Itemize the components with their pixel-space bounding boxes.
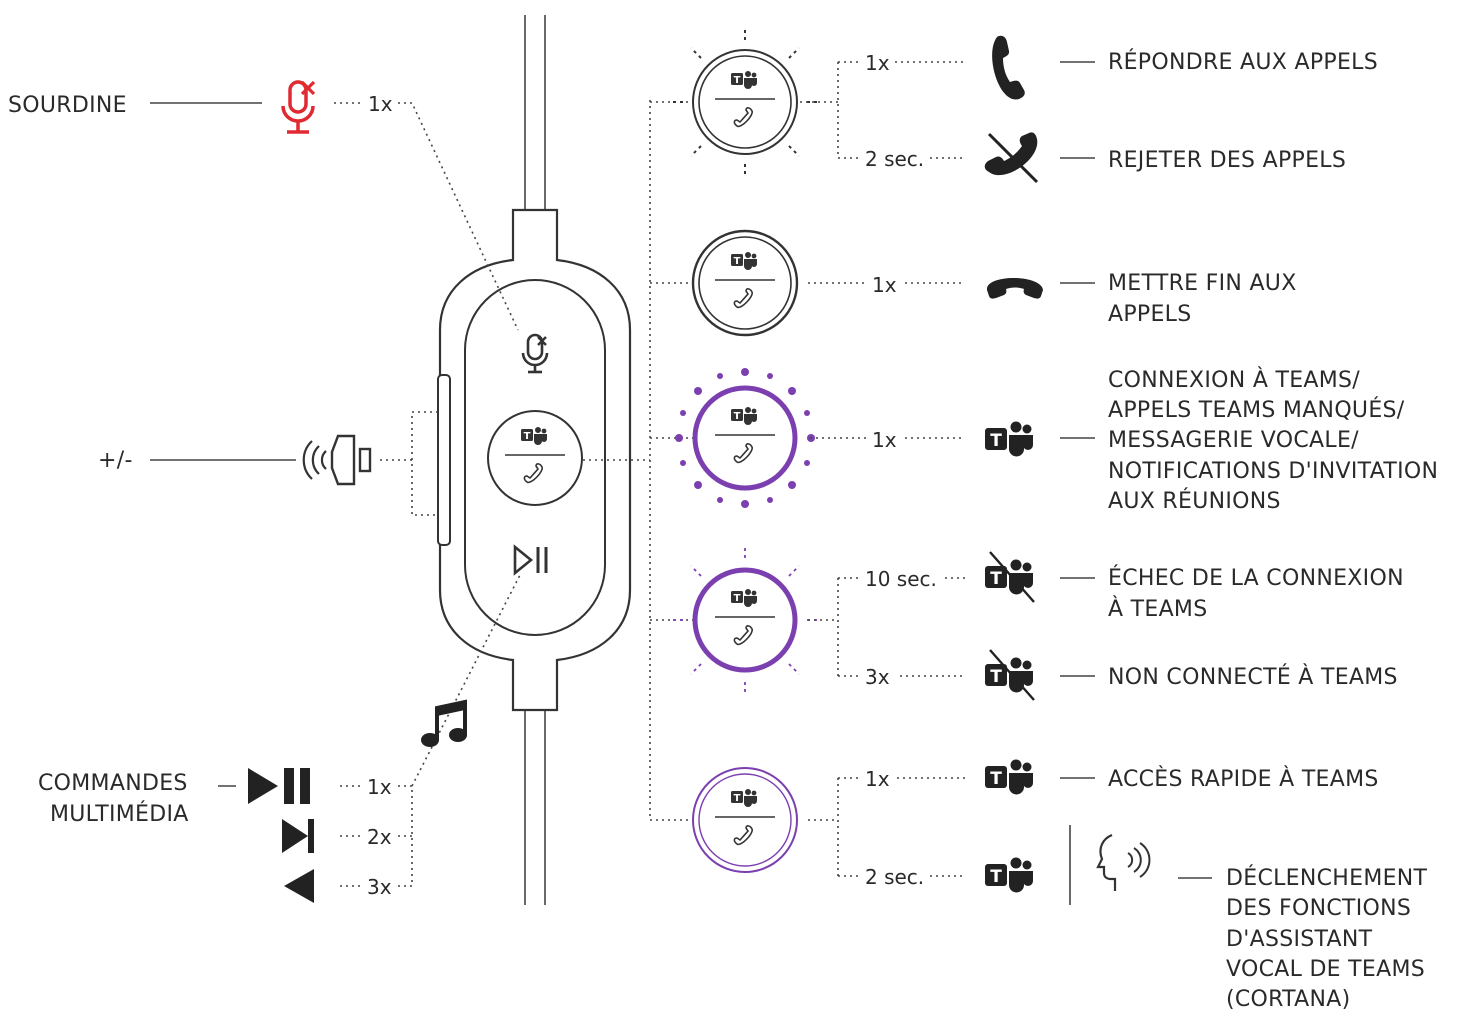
voice-assistant-icon (1096, 833, 1151, 891)
music-note-icon (421, 699, 467, 747)
state-purple-pulse-button (675, 368, 815, 508)
fail-count: 10 sec. (865, 567, 937, 591)
mute-label: SOURDINE (8, 93, 127, 118)
reject-count: 2 sec. (865, 147, 924, 171)
voice-label-line5: (CORTANA) (1226, 987, 1351, 1012)
end-label-line1: METTRE FIN AUX (1108, 271, 1297, 296)
teams-button-connector (583, 100, 693, 821)
state-solid-button (691, 229, 799, 337)
quick-label: ACCÈS RAPIDE À TEAMS (1108, 766, 1379, 792)
voice-label-line2: DES FONCTIONS (1226, 896, 1411, 921)
play-pause-icon (248, 768, 310, 804)
fail-label-line1: ÉCHEC DE LA CONNEXION (1108, 565, 1404, 591)
notconn-label: NON CONNECTÉ À TEAMS (1108, 664, 1398, 690)
media-count-3: 3x (367, 875, 392, 899)
volume-label: +/- (98, 448, 133, 473)
state-purple-flashing-button (669, 544, 821, 696)
voice-label-line4: VOCAL DE TEAMS (1226, 957, 1425, 982)
fail-label-line2: À TEAMS (1108, 596, 1207, 622)
teams-logo-icon-3 (985, 857, 1033, 893)
media-count-2: 2x (367, 825, 392, 849)
device-play-pause-button[interactable] (513, 544, 548, 576)
end-count: 1x (872, 273, 897, 297)
reject-label: REJETER DES APPELS (1108, 148, 1346, 173)
teams-off-icon (985, 551, 1035, 603)
teams-label-line2: APPELS TEAMS MANQUÉS/ (1108, 397, 1405, 423)
quick-count: 1x (865, 767, 890, 791)
hang-up-icon (986, 278, 1043, 299)
media-label-line2: MULTIMÉDIA (50, 801, 189, 827)
next-track-icon (282, 819, 314, 853)
notconn-count: 3x (865, 665, 890, 689)
previous-track-icon (284, 869, 314, 903)
device-mute-button[interactable] (521, 333, 549, 374)
mute-count: 1x (368, 92, 393, 116)
voice-label-line1: DÉCLENCHEMENT (1226, 865, 1428, 891)
state-purple-outline-button (692, 767, 798, 873)
voice-count: 2 sec. (865, 865, 924, 889)
phone-off-icon (984, 132, 1039, 184)
answer-label: RÉPONDRE AUX APPELS (1108, 49, 1378, 75)
speaker-icon (302, 434, 372, 486)
end-label-line2: APPELS (1108, 302, 1192, 327)
answer-count: 1x (865, 51, 890, 75)
inline-controller (437, 208, 632, 712)
teams-label-line1: CONNEXION À TEAMS/ (1108, 367, 1360, 393)
mute-icon (281, 80, 316, 134)
headset-cable (524, 15, 546, 905)
media-count-1: 1x (367, 775, 392, 799)
teams-label-line4: NOTIFICATIONS D'INVITATION (1108, 459, 1438, 484)
teams-off-icon-2 (985, 649, 1035, 701)
teams-count: 1x (872, 428, 897, 452)
voice-label-line3: D'ASSISTANT (1226, 927, 1373, 952)
teams-label-line5: AUX RÉUNIONS (1108, 488, 1281, 514)
device-teams-button[interactable] (487, 410, 583, 506)
media-label-line1: COMMANDES (38, 771, 188, 796)
teams-logo-icon-2 (985, 759, 1033, 795)
state-flashing-button (669, 26, 821, 178)
phone-icon (992, 35, 1025, 100)
teams-logo-icon (985, 421, 1033, 457)
teams-label-line3: MESSAGERIE VOCALE/ (1108, 428, 1359, 453)
